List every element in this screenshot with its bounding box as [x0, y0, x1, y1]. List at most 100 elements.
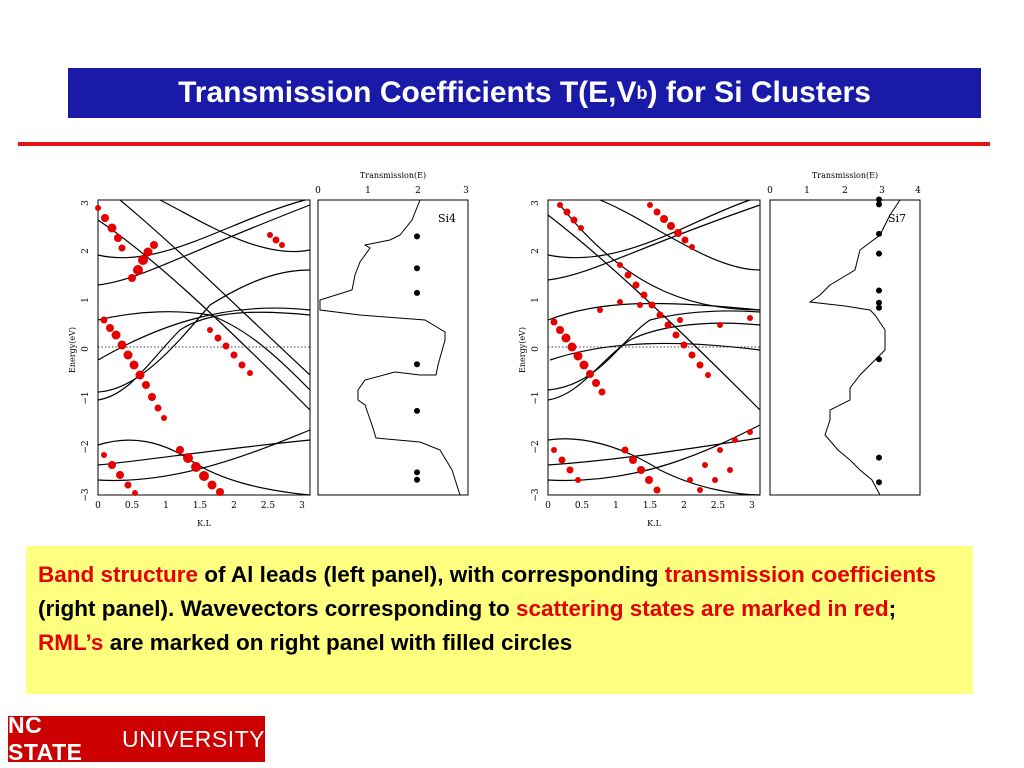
- band-yticks-right: 3 2 1 0 −1 −2 −3: [531, 200, 541, 502]
- svg-text:0: 0: [767, 186, 773, 196]
- scattering-states-right: [550, 202, 753, 494]
- panel-label-si7: Si7: [888, 212, 906, 225]
- logo-bold: NC STATE: [8, 712, 83, 765]
- band-xticks-left: 0 0.5 1 1.5 2 2.5 3: [95, 501, 305, 511]
- svg-text:2: 2: [681, 501, 687, 511]
- caption-rmls: RML’s: [38, 630, 104, 655]
- svg-text:−3: −3: [531, 488, 541, 502]
- svg-text:3: 3: [749, 501, 755, 511]
- svg-text:1: 1: [81, 297, 91, 303]
- svg-text:0: 0: [545, 501, 551, 511]
- svg-text:2: 2: [81, 248, 91, 254]
- caption-text-4: are marked on right panel with filled ci…: [103, 630, 573, 655]
- svg-text:0: 0: [531, 346, 541, 352]
- panel-si7: 3 2 1 0 −1 −2 −3 0 0.5 1 1.5 2 2.5 3 K.L…: [518, 171, 921, 528]
- band-structure-figure: 3 2 1 0 −1 −2 −3 0 0.5 1 1.5 2 2.5 3 K.L…: [68, 171, 921, 528]
- svg-text:3: 3: [299, 501, 305, 511]
- svg-text:−1: −1: [81, 391, 91, 404]
- caption-box: Band structure of Al leads (left panel),…: [26, 546, 973, 694]
- caption-text-1: of Al leads (left panel), with correspon…: [198, 562, 665, 587]
- band-axes-left: [97, 199, 311, 496]
- svg-text:2: 2: [231, 501, 237, 511]
- caption-band-structure: Band structure: [38, 562, 199, 587]
- band-xticks-right: 0 0.5 1 1.5 2 2.5 3: [545, 501, 755, 511]
- title-main: Transmission Coefficients T(E,V: [178, 76, 637, 109]
- svg-text:3: 3: [879, 186, 885, 196]
- rml-marker: [876, 201, 882, 208]
- rml-marker: [876, 287, 882, 294]
- rml-marker: [876, 479, 882, 486]
- rml-markers-right: [876, 196, 882, 486]
- caption-text-2: (right panel). Wavevectors corresponding…: [38, 596, 516, 621]
- caption-text-3: ;: [888, 596, 897, 621]
- svg-text:1.5: 1.5: [643, 501, 658, 511]
- caption-scattering-states: scattering states are marked in red: [515, 596, 889, 621]
- band-xlabel-right: K.L: [647, 519, 662, 528]
- rml-markers-left: [414, 233, 420, 483]
- rml-marker: [414, 233, 420, 240]
- scattering-states-left: [95, 205, 285, 496]
- rml-marker: [414, 361, 420, 368]
- rml-marker: [414, 476, 420, 483]
- band-axes-right: [547, 199, 761, 496]
- svg-text:2: 2: [531, 248, 541, 254]
- trans-xlabel-right: Transmission(E): [812, 171, 878, 180]
- svg-text:1: 1: [531, 297, 541, 303]
- panel-si4: 3 2 1 0 −1 −2 −3 0 0.5 1 1.5 2 2.5 3 K.L…: [68, 171, 469, 528]
- svg-text:4: 4: [915, 186, 921, 196]
- rml-marker: [414, 289, 420, 296]
- transmission-curve-right: [808, 199, 901, 496]
- rml-marker: [876, 230, 882, 237]
- rml-marker: [876, 454, 882, 461]
- svg-text:3: 3: [463, 186, 469, 196]
- svg-text:2: 2: [415, 186, 421, 196]
- band-curves-left: [97, 199, 311, 496]
- svg-text:2: 2: [842, 186, 848, 196]
- logo-light: UNIVERSITY: [121, 725, 265, 752]
- svg-text:−3: −3: [81, 488, 91, 502]
- svg-text:1: 1: [163, 501, 169, 511]
- band-ylabel-left: Energy(eV): [68, 327, 77, 373]
- svg-text:−2: −2: [531, 440, 541, 453]
- svg-text:1: 1: [613, 501, 619, 511]
- band-yticks-left: 3 2 1 0 −1 −2 −3: [81, 200, 91, 502]
- svg-text:1.5: 1.5: [193, 501, 208, 511]
- svg-text:3: 3: [531, 200, 541, 206]
- rml-marker: [876, 356, 882, 363]
- ncsu-logo: NC STATE UNIVERSITY: [8, 712, 265, 765]
- svg-text:0.5: 0.5: [125, 501, 140, 511]
- band-ylabel-right: Energy(eV): [518, 327, 527, 373]
- svg-text:2.5: 2.5: [261, 501, 276, 511]
- svg-text:−2: −2: [81, 440, 91, 453]
- trans-xticks-left: 0 1 2 3: [315, 186, 469, 196]
- panel-label-si4: Si4: [438, 212, 456, 225]
- svg-text:0: 0: [95, 501, 101, 511]
- title-end: ) for Si Clusters: [647, 76, 871, 109]
- svg-text:0.5: 0.5: [575, 501, 590, 511]
- rml-marker: [414, 407, 420, 414]
- rml-marker: [876, 299, 882, 306]
- svg-text:0: 0: [315, 186, 321, 196]
- caption-transmission-coefficients: transmission coefficients: [664, 562, 937, 587]
- svg-text:2.5: 2.5: [711, 501, 726, 511]
- trans-axes-right: [769, 199, 921, 496]
- band-curves-right: [547, 199, 761, 496]
- rml-marker: [414, 265, 420, 272]
- svg-text:1: 1: [365, 186, 371, 196]
- band-xlabel-left: K.L: [197, 519, 212, 528]
- rml-marker: [876, 250, 882, 257]
- transmission-curve-left: [319, 199, 461, 496]
- trans-xlabel-left: Transmission(E): [360, 171, 426, 180]
- rml-marker: [876, 304, 882, 311]
- rml-marker: [414, 469, 420, 476]
- red-divider: [18, 142, 990, 146]
- rml-marker: [876, 196, 882, 203]
- trans-axes-left: [317, 199, 469, 496]
- svg-text:1: 1: [804, 186, 810, 196]
- svg-text:3: 3: [81, 200, 91, 206]
- title-subscript: b: [636, 82, 648, 103]
- svg-text:0: 0: [81, 346, 91, 352]
- svg-text:−1: −1: [531, 391, 541, 404]
- trans-xticks-right: 0 1 2 3 4: [767, 186, 921, 196]
